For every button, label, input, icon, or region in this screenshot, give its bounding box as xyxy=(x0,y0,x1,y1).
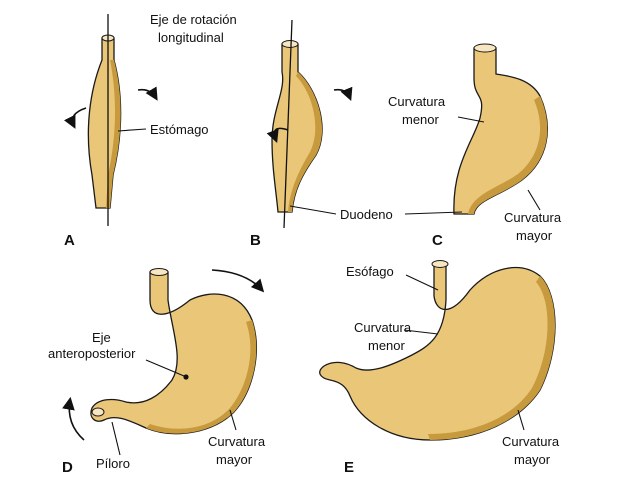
label-pylorus: Píloro xyxy=(96,456,130,471)
esophagus-opening-c xyxy=(473,43,497,53)
label-lesser-curvature-c-line1: Curvatura xyxy=(388,94,446,109)
label-lesser-curvature-e-line1: Curvatura xyxy=(354,320,412,335)
label-greater-curvature-c-line2: mayor xyxy=(516,228,553,243)
label-axis-longitudinal-line1: Eje de rotación xyxy=(150,12,237,27)
label-axis-longitudinal-line2: longitudinal xyxy=(158,30,224,45)
label-ap-axis-line2: anteroposterior xyxy=(48,346,136,361)
label-lesser-curvature-e-line2: menor xyxy=(368,338,406,353)
rotation-arrow-d-left xyxy=(62,396,85,441)
rotation-arrow-b-left xyxy=(266,127,289,143)
rotation-arrow-a-left xyxy=(63,107,87,129)
ap-axis-point xyxy=(183,374,189,380)
panel-a xyxy=(63,14,158,226)
rotation-arrow-a-right xyxy=(137,86,158,101)
panel-b xyxy=(266,19,353,229)
label-duodenum: Duodeno xyxy=(340,207,393,222)
stomach-e xyxy=(319,263,556,441)
panel-label-b: B xyxy=(250,232,261,249)
esophagus-opening-e xyxy=(431,260,449,268)
label-greater-curvature-d-line1: Curvatura xyxy=(208,434,266,449)
pylorus-opening-d xyxy=(91,407,105,417)
rotation-arrow-d-top xyxy=(211,269,265,293)
label-esophagus: Esófago xyxy=(346,264,394,279)
label-lesser-curvature-c-line2: menor xyxy=(402,112,440,127)
label-greater-curvature-e-line2: mayor xyxy=(514,452,551,467)
label-stomach: Estómago xyxy=(150,122,209,137)
panel-e xyxy=(319,260,556,441)
stomach-d xyxy=(90,271,257,435)
panel-label-e: E xyxy=(344,459,354,476)
esophagus-opening-b xyxy=(281,40,299,48)
panel-d xyxy=(62,268,265,456)
rotation-arrow-b-right xyxy=(333,86,353,101)
label-ap-axis-line1: Eje xyxy=(92,330,111,345)
label-greater-curvature-c-line1: Curvatura xyxy=(504,210,562,225)
panel-label-c: C xyxy=(432,232,443,249)
panel-label-d: D xyxy=(62,459,73,476)
panel-c xyxy=(453,43,548,215)
label-greater-curvature-e-line1: Curvatura xyxy=(502,434,560,449)
label-greater-curvature-d-line2: mayor xyxy=(216,452,253,467)
longitudinal-axis-b xyxy=(283,19,293,229)
panel-label-a: A xyxy=(64,232,75,249)
esophagus-opening-d xyxy=(149,268,169,276)
